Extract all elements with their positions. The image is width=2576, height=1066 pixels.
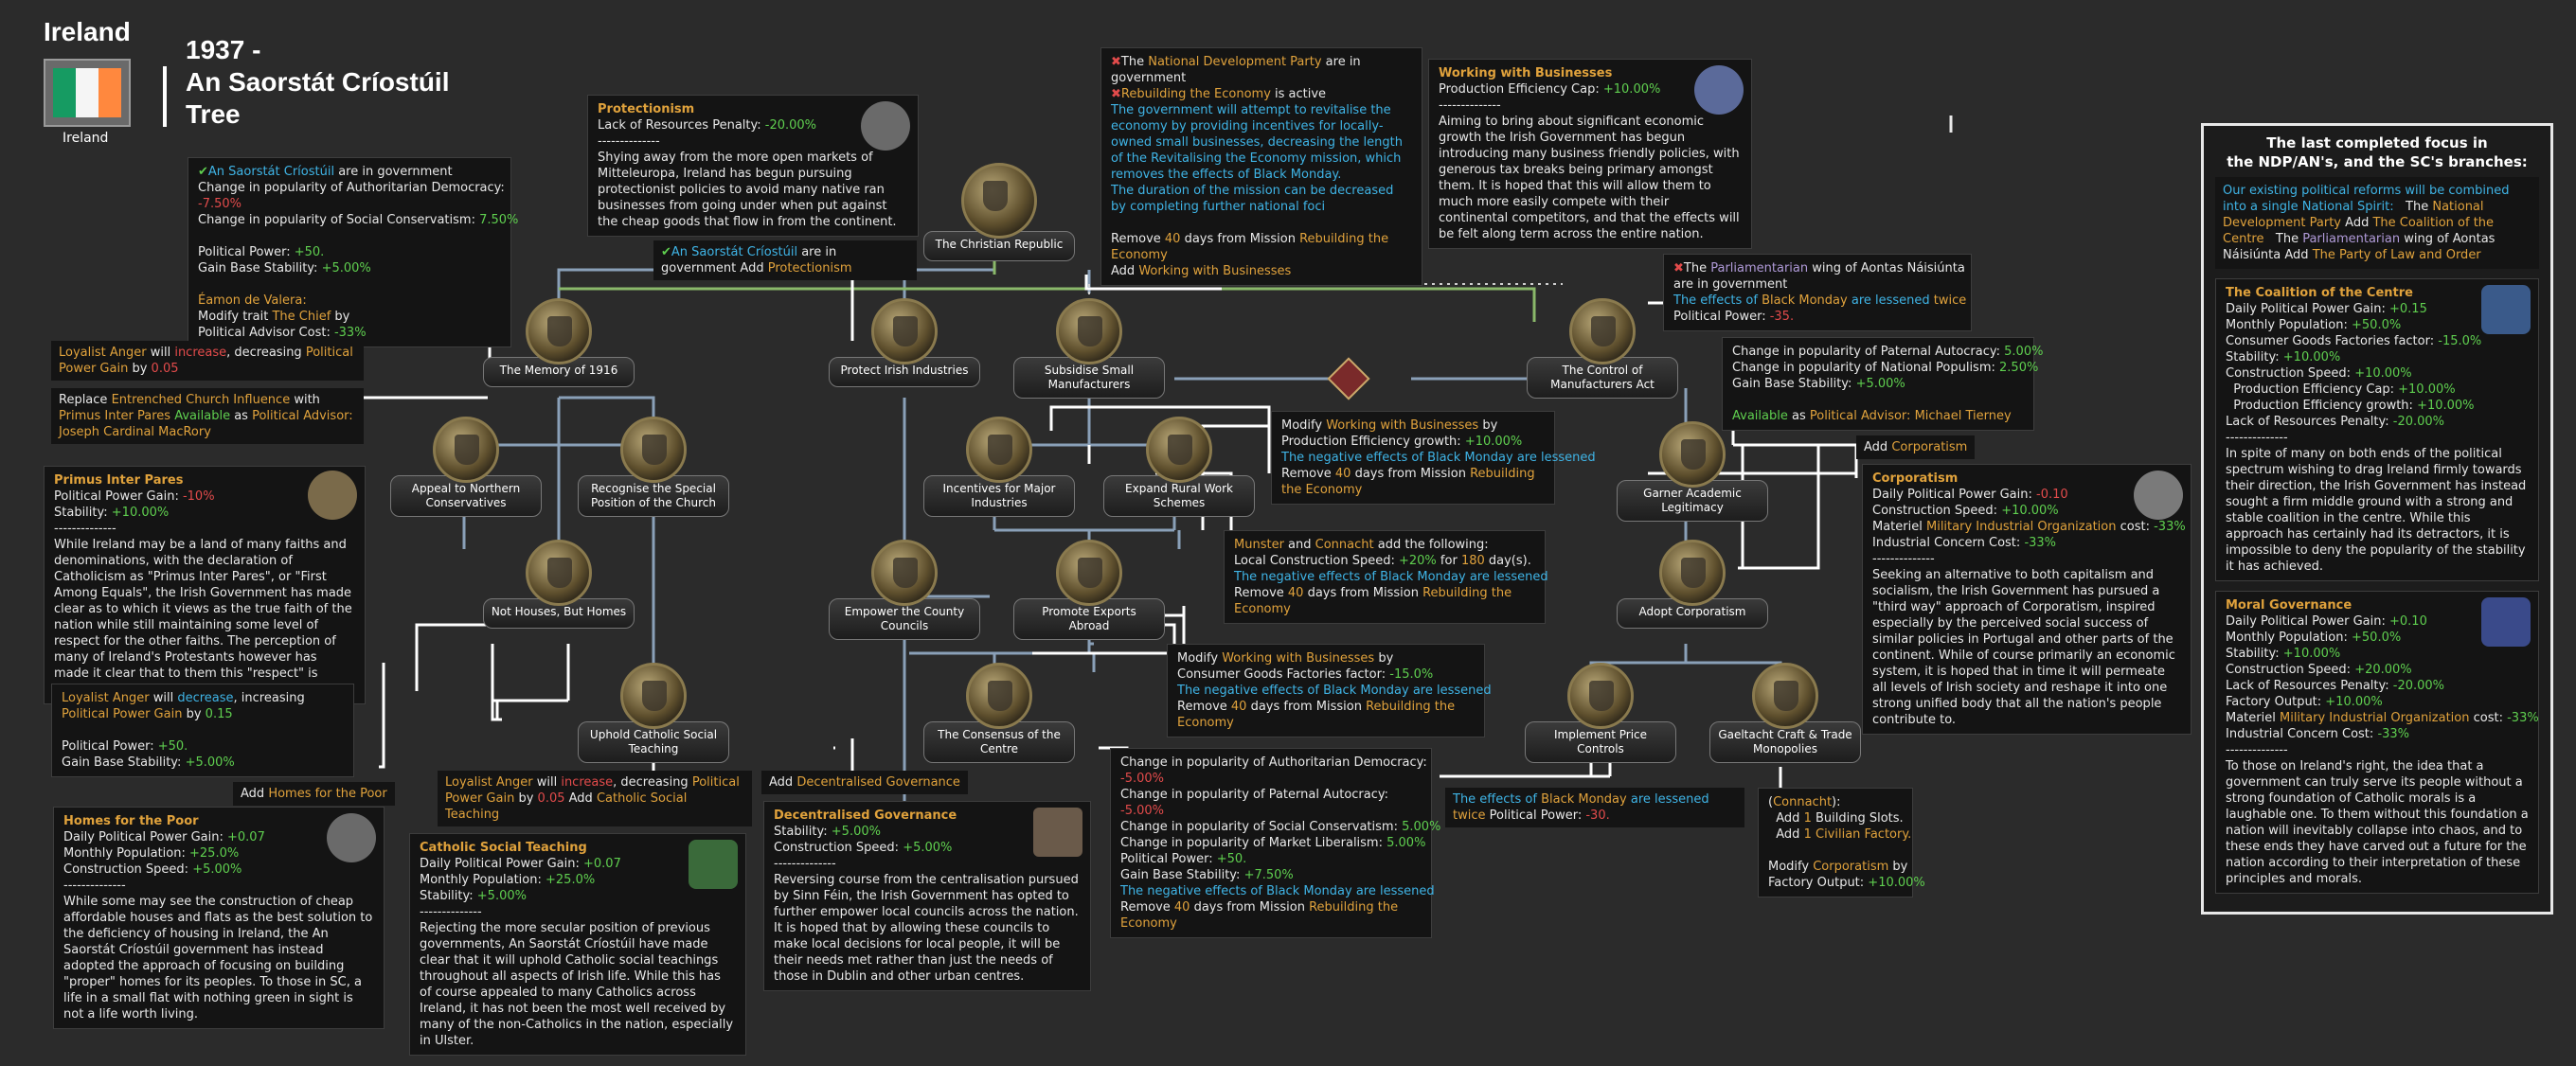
handshake-icon bbox=[433, 417, 499, 483]
coins-icon bbox=[1056, 298, 1122, 364]
tooltip-coalition: The Coalition of the Centre Daily Politi… bbox=[2215, 278, 2539, 581]
title-divider bbox=[163, 66, 167, 127]
tooltip-working-mod: Modify Working with Businesses by Produc… bbox=[1271, 411, 1596, 505]
tooltip-decentralised: Decentralised Governance Stability: +5.0… bbox=[763, 801, 1091, 991]
craft-icon bbox=[1752, 663, 1818, 729]
panel-heading-2: the NDP/AN's, and the SC's branches: bbox=[2227, 153, 2528, 170]
corporatism-icon bbox=[2134, 471, 2183, 520]
houses-icon bbox=[526, 540, 592, 606]
country-name: Ireland bbox=[44, 17, 131, 46]
tooltip-ndp: ✖The National Development Party are in g… bbox=[1100, 47, 1422, 286]
note-add-homes: Add Homes for the Poor bbox=[233, 782, 395, 806]
focus-empower-councils[interactable]: Empower the County Councils bbox=[829, 540, 980, 640]
note-loyalist-increase: Loyalist Anger will increase, decreasing… bbox=[51, 341, 364, 381]
price-tag-icon bbox=[1567, 663, 1634, 729]
crucifix-icon bbox=[620, 663, 687, 729]
focus-memory-1916[interactable]: The Memory of 1916 bbox=[483, 298, 635, 387]
tooltip-corporatism: Corporatism Daily Political Power Gain: … bbox=[1862, 464, 2191, 735]
tooltip-connacht: (Connacht): Add 1 Building Slots. Add 1 … bbox=[1758, 788, 1925, 897]
worker-icon bbox=[966, 417, 1032, 483]
country-flag bbox=[44, 59, 131, 127]
tools-icon bbox=[1146, 417, 1212, 483]
focus-incentives[interactable]: Incentives for Major Industries bbox=[923, 417, 1075, 517]
tooltip-primus: Primus Inter Pares Political Power Gain:… bbox=[44, 466, 366, 704]
moral-emblem-icon bbox=[2481, 597, 2531, 647]
focus-gaeltacht[interactable]: Gaeltacht Craft & Trade Monopolies bbox=[1709, 663, 1861, 763]
focus-not-houses[interactable]: Not Houses, But Homes bbox=[483, 540, 635, 629]
tooltip-working-businesses: Working with Businesses Production Effic… bbox=[1428, 59, 1752, 249]
cross-shield-icon bbox=[689, 840, 738, 889]
tooltip-memory-effects: ✔An Saorstát Críostúil are in government… bbox=[188, 157, 518, 347]
note-add-decentralised: Add Decentralised Governance bbox=[761, 771, 968, 794]
tooltip-munster: Munster and Connacht add the following: … bbox=[1224, 530, 1548, 624]
tooltip-catholic: Catholic Social Teaching Daily Political… bbox=[409, 833, 746, 1056]
academic-icon bbox=[1659, 421, 1726, 488]
tooltip-loyalist-decrease: Loyalist Anger will decrease, increasing… bbox=[51, 684, 354, 777]
tooltip-moral: Moral Governance Daily Political Power G… bbox=[2215, 591, 2539, 894]
focus-uphold-catholic[interactable]: Uphold Catholic Social Teaching bbox=[578, 663, 729, 763]
focus-implement-price[interactable]: Implement Price Controls bbox=[1525, 663, 1676, 763]
flag-label: Ireland bbox=[63, 131, 109, 146]
factory-shield-icon bbox=[871, 298, 938, 364]
note-protect-industries: ✔An Saorstát Críostúil are in government… bbox=[653, 240, 917, 280]
council-icon bbox=[871, 540, 938, 606]
buildings-icon bbox=[1033, 808, 1082, 857]
focus-protect-industries[interactable]: Protect Irish Industries bbox=[829, 298, 980, 387]
focus-garner-academic[interactable]: Garner Academic Legitimacy bbox=[1617, 421, 1768, 522]
note-black-monday-twice: The effects of Black Monday are lessened… bbox=[1445, 788, 1744, 827]
tooltip-working-mod2: Modify Working with Businesses by Consum… bbox=[1167, 644, 1492, 737]
focus-recognise-church[interactable]: Recognise the Special Position of the Ch… bbox=[578, 417, 729, 517]
homes-icon bbox=[327, 813, 376, 862]
church-icon bbox=[620, 417, 687, 483]
focus-adopt-corporatism[interactable]: Adopt Corporatism bbox=[1617, 540, 1768, 629]
memorial-icon bbox=[526, 298, 592, 364]
focus-promote-exports[interactable]: Promote Exports Abroad bbox=[1013, 540, 1165, 640]
tooltip-paternal: Change in popularity of Paternal Autocra… bbox=[1722, 337, 2043, 431]
tooltip-protectionism: Protectionism Lack of Resources Penalty:… bbox=[587, 95, 919, 237]
globe-icon bbox=[1056, 540, 1122, 606]
focus-appeal-northern[interactable]: Appeal to Northern Conservatives bbox=[390, 417, 542, 517]
church-emblem-icon bbox=[308, 471, 357, 520]
focus-christian-republic[interactable]: The Christian Republic bbox=[923, 163, 1075, 261]
coalition-emblem-icon bbox=[2481, 285, 2531, 334]
tooltip-homes: Homes for the Poor Daily Political Power… bbox=[53, 807, 385, 1029]
focus-expand-rural[interactable]: Expand Rural Work Schemes bbox=[1103, 417, 1255, 517]
tooltip-parliamentarian: ✖The Parliamentarian wing of Aontas Náis… bbox=[1663, 254, 1972, 331]
panel-heading-1: The last completed focus in bbox=[2266, 134, 2488, 151]
gear-eagle-icon bbox=[861, 101, 910, 151]
christian-cross-icon bbox=[961, 163, 1037, 239]
last-focus-panel: The last completed focus in the NDP/AN's… bbox=[2201, 123, 2553, 915]
eagle-icon bbox=[1659, 540, 1726, 606]
note-add-corporatism: Add Corporatism bbox=[1856, 435, 1976, 459]
ndp-badge-icon bbox=[966, 663, 1032, 729]
ndp-badge-icon bbox=[1694, 65, 1744, 115]
note-replace-church: Replace Entrenched Church Influence with… bbox=[51, 388, 364, 444]
focus-consensus-centre[interactable]: The Consensus of the Centre bbox=[923, 663, 1075, 763]
tooltip-popularity: Change in popularity of Authoritarian De… bbox=[1110, 748, 1440, 938]
focus-subsidise[interactable]: Subsidise Small Manufacturers bbox=[1013, 298, 1165, 399]
focus-control-manufacturers[interactable]: The Control of Manufacturers Act bbox=[1527, 298, 1678, 399]
industry-icon bbox=[1569, 298, 1636, 364]
note-loyalist-catholic: Loyalist Anger will increase, decreasing… bbox=[438, 771, 752, 826]
